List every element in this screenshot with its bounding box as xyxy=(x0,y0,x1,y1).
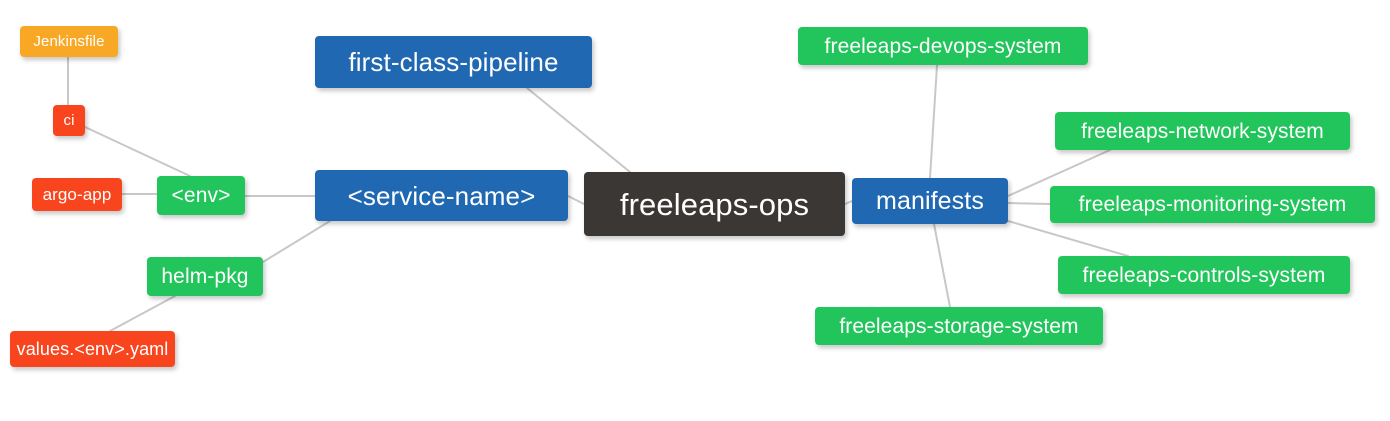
node-env[interactable]: <env> xyxy=(157,176,245,215)
node-service-name[interactable]: <service-name> xyxy=(315,170,568,221)
node-label: freeleaps-ops xyxy=(619,186,810,222)
node-label: values.<env>.yaml xyxy=(16,339,169,359)
node-label: first-class-pipeline xyxy=(348,47,559,77)
node-label: freeleaps-storage-system xyxy=(839,314,1079,338)
edge-manifests-to-freeleaps-storage-system xyxy=(933,223,951,308)
node-freeleaps-devops-system[interactable]: freeleaps-devops-system xyxy=(798,27,1088,65)
node-label: freeleaps-network-system xyxy=(1081,119,1324,143)
edge-manifests-to-freeleaps-monitoring-system xyxy=(1007,202,1051,205)
node-manifests[interactable]: manifests xyxy=(852,178,1008,224)
node-label: <service-name> xyxy=(347,180,536,211)
node-freeleaps-ops[interactable]: freeleaps-ops xyxy=(584,172,845,236)
edge-helm-pkg-to-values-env-yaml xyxy=(109,295,176,332)
node-ci[interactable]: ci xyxy=(53,105,85,136)
edge-freeleaps-ops-to-first-class-pipeline xyxy=(526,87,631,173)
node-label: helm-pkg xyxy=(161,265,249,288)
node-label: argo-app xyxy=(42,185,112,204)
node-freeleaps-storage-system[interactable]: freeleaps-storage-system xyxy=(815,307,1103,345)
node-label: freeleaps-devops-system xyxy=(824,34,1062,58)
edge-freeleaps-ops-to-manifests xyxy=(844,200,853,205)
edge-service-name-to-helm-pkg xyxy=(262,220,331,263)
node-label: <env> xyxy=(171,184,231,207)
node-label: freeleaps-controls-system xyxy=(1082,263,1326,287)
node-argo-app[interactable]: argo-app xyxy=(32,178,122,211)
edge-manifests-to-freeleaps-controls-system xyxy=(1007,220,1129,257)
node-first-class-pipeline[interactable]: first-class-pipeline xyxy=(315,36,592,88)
edge-freeleaps-ops-to-service-name xyxy=(567,195,585,205)
node-values-env-yaml[interactable]: values.<env>.yaml xyxy=(10,331,175,367)
node-label: Jenkinsfile xyxy=(33,33,105,50)
node-jenkinsfile[interactable]: Jenkinsfile xyxy=(20,26,118,57)
node-label: manifests xyxy=(876,186,984,215)
node-freeleaps-monitoring-system[interactable]: freeleaps-monitoring-system xyxy=(1050,186,1375,223)
edge-manifests-to-freeleaps-devops-system xyxy=(929,64,938,179)
node-label: freeleaps-monitoring-system xyxy=(1078,193,1347,216)
node-label: ci xyxy=(63,112,75,129)
node-freeleaps-controls-system[interactable]: freeleaps-controls-system xyxy=(1058,256,1350,294)
node-freeleaps-network-system[interactable]: freeleaps-network-system xyxy=(1055,112,1350,150)
node-helm-pkg[interactable]: helm-pkg xyxy=(147,257,263,296)
edge-env-to-ci xyxy=(84,126,191,177)
